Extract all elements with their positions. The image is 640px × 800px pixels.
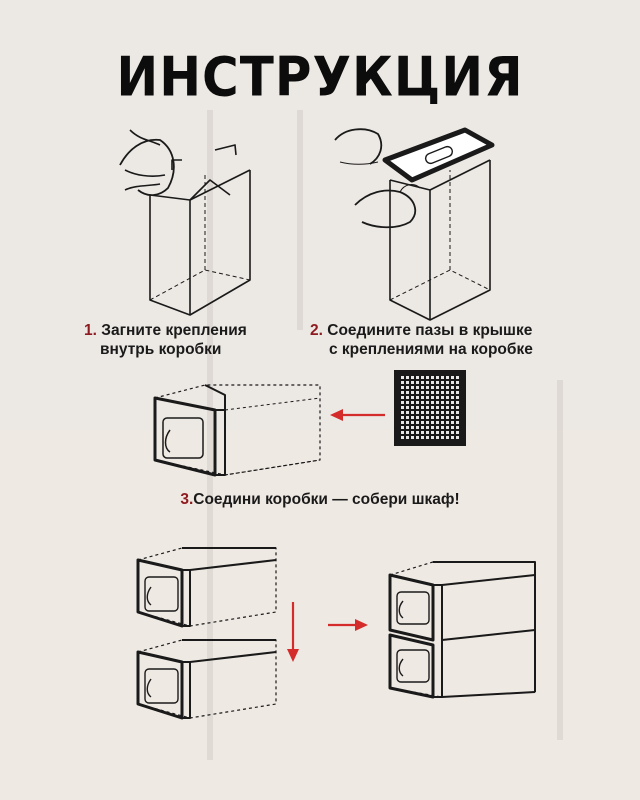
step-3-line1: Соедини коробки — собери шкаф!	[193, 491, 460, 508]
arrow-down-icon	[287, 602, 299, 662]
step-1-caption: 1. Загните крепления внутрь коробки	[84, 321, 247, 359]
step-2-caption: 2. Соедините пазы в крышке с креплениями…	[310, 321, 533, 359]
step1-illustration	[119, 129, 251, 316]
arrow-left-icon	[330, 409, 385, 421]
drawer-box-middle	[153, 384, 321, 477]
step-2-line1: Соедините пазы в крышке	[327, 322, 533, 339]
stacked-boxes	[388, 561, 536, 699]
step-1-line1: Загните крепления	[101, 322, 247, 339]
step-1-line2: внутрь коробки	[100, 341, 222, 358]
step-2-number: 2.	[310, 322, 323, 339]
step-1-number: 1.	[84, 322, 97, 339]
arrow-right-icon	[328, 619, 368, 631]
step-3-caption: 3.Соедини коробки — собери шкаф!	[0, 490, 640, 509]
drawer-box-top-left	[136, 547, 277, 628]
step-3-number: 3.	[180, 491, 194, 508]
step-2-line2: с креплениями на коробке	[329, 341, 533, 358]
lattice-panel	[394, 370, 466, 446]
drawer-box-bottom-left	[136, 639, 277, 720]
page-title: ИНСТРУКЦИЯ	[116, 45, 524, 109]
step2-illustration	[334, 127, 495, 321]
